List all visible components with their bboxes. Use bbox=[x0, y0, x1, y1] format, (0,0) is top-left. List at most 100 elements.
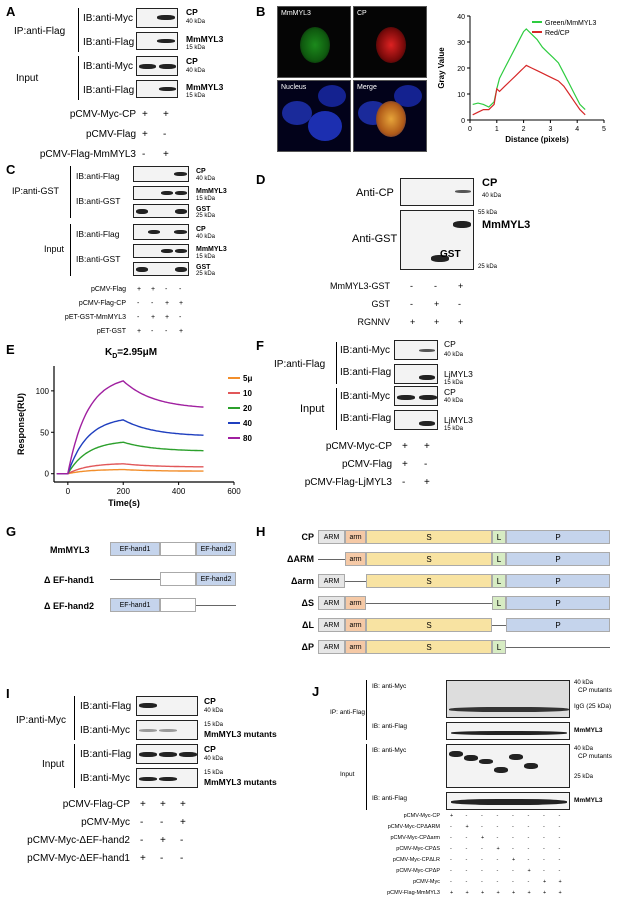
panel-i-kda15-2: 15 kDa bbox=[204, 770, 224, 776]
panel-c-cp-1: CP bbox=[196, 168, 206, 175]
g-ef1-0: EF-hand1 bbox=[110, 542, 160, 556]
condition-sign: + bbox=[160, 835, 166, 846]
panel-j-ib-flag-2: IB: anti-Flag bbox=[372, 795, 408, 802]
condition-sign: - bbox=[543, 813, 545, 819]
condition-label: pCMV-Myc-CPΔarm bbox=[390, 835, 440, 841]
condition-label: GST bbox=[371, 299, 390, 309]
series-curve-3 bbox=[56, 419, 204, 475]
condition-sign: - bbox=[512, 824, 514, 830]
x-tick-label: 2 bbox=[522, 126, 526, 133]
condition-sign: + bbox=[151, 314, 156, 321]
panel-a-ip-label: IP:anti-Flag bbox=[14, 26, 66, 37]
micrograph-label-cp: CP bbox=[357, 10, 367, 17]
panel-f-ib-myc-2: IB:anti-Myc bbox=[340, 391, 391, 402]
condition-label: pCMV-Myc bbox=[413, 879, 440, 885]
condition-label: pET-GST-MmMYL3 bbox=[64, 314, 126, 321]
condition-sign: + bbox=[424, 477, 430, 488]
condition-sign: - bbox=[165, 286, 168, 293]
condition-sign: - bbox=[496, 857, 499, 863]
g-row-label-2: Δ EF-hand2 bbox=[44, 601, 94, 611]
panel-j-kda40-2: 40 kDa bbox=[574, 746, 594, 752]
y-tick-label: 20 bbox=[457, 66, 465, 73]
condition-label: pCMV-Myc-CP bbox=[325, 441, 392, 452]
y-tick-label: 0 bbox=[461, 118, 465, 125]
panel-i-ib-myc-2: IB:anti-Myc bbox=[80, 773, 131, 784]
condition-sign: - bbox=[140, 817, 144, 828]
condition-sign: - bbox=[512, 879, 514, 885]
panel-i-ib-flag-1: IB:anti-Flag bbox=[80, 701, 132, 712]
x-axis-label: Distance (pixels) bbox=[505, 135, 569, 144]
y-tick-label: 0 bbox=[45, 470, 50, 479]
g-linker-1 bbox=[160, 572, 196, 586]
panel-f-blot-3 bbox=[394, 386, 438, 406]
kd-label: KD=2.95μM bbox=[105, 347, 158, 361]
condition-sign: - bbox=[496, 868, 499, 874]
panel-a-kda15-1: 15 kDa bbox=[186, 45, 206, 51]
condition-sign: + bbox=[543, 890, 547, 896]
x-tick-label: 400 bbox=[172, 487, 186, 496]
legend-label-0: 5μM bbox=[243, 374, 252, 383]
condition-sign: + bbox=[163, 109, 169, 120]
condition-sign: + bbox=[151, 286, 156, 293]
panel-j-letter: J bbox=[312, 684, 320, 699]
panel-c-blot-2 bbox=[133, 186, 189, 200]
panel-c-ip-label: IP:anti-GST bbox=[12, 186, 60, 196]
g-ef2-1: EF-hand2 bbox=[196, 572, 236, 586]
condition-label: pCMV-Myc-CPΔP bbox=[396, 868, 440, 874]
condition-sign: - bbox=[481, 868, 483, 874]
series-curve-4 bbox=[56, 380, 204, 475]
condition-sign: - bbox=[450, 846, 452, 852]
condition-sign: + bbox=[458, 317, 464, 327]
g-ef2-0: EF-hand2 bbox=[196, 542, 236, 556]
panel-a-blot-1 bbox=[136, 8, 178, 28]
h-domain-p: P bbox=[506, 574, 610, 588]
condition-sign: + bbox=[165, 314, 170, 321]
condition-sign: - bbox=[512, 813, 514, 819]
condition-sign: - bbox=[496, 824, 499, 830]
condition-sign: + bbox=[450, 890, 454, 896]
condition-sign: + bbox=[163, 149, 169, 160]
panel-c-blot-6 bbox=[133, 262, 189, 276]
panel-c-gst-2: GST bbox=[196, 264, 211, 271]
condition-sign: - bbox=[410, 299, 413, 309]
panel-a-ip-bracket bbox=[78, 8, 79, 52]
condition-label: pCMV-Flag-MmMYL3 bbox=[39, 149, 136, 160]
panel-c-input-label: Input bbox=[44, 244, 65, 254]
condition-sign: - bbox=[465, 868, 468, 874]
g-deleted-ef1 bbox=[110, 579, 160, 580]
panel-c-ip-bracket bbox=[70, 166, 71, 218]
panel-c-blot-5 bbox=[133, 244, 189, 258]
condition-sign: + bbox=[140, 799, 146, 810]
y-tick-label: 30 bbox=[457, 40, 465, 47]
condition-label: pET-GST bbox=[96, 328, 126, 335]
panel-c-kda15-1: 15 kDa bbox=[196, 196, 216, 202]
panel-j-blot-2 bbox=[446, 722, 570, 740]
condition-sign: + bbox=[410, 317, 416, 327]
series-curve-1 bbox=[56, 463, 204, 475]
panel-j-kda25: 25 kDa bbox=[574, 774, 594, 780]
panel-c-input-bracket bbox=[70, 224, 71, 276]
panel-i-kda40-2: 40 kDa bbox=[204, 756, 224, 762]
y-tick-label: 100 bbox=[36, 387, 50, 396]
condition-label: pCMV-Myc-CPΔARM bbox=[387, 824, 440, 830]
condition-sign: - bbox=[179, 314, 182, 321]
panel-i-blot-3 bbox=[136, 744, 198, 764]
condition-sign: - bbox=[512, 868, 514, 874]
panel-c-cp-2: CP bbox=[196, 226, 206, 233]
condition-sign: - bbox=[142, 149, 146, 160]
panel-f-cp-1: CP bbox=[444, 339, 456, 349]
condition-sign: - bbox=[165, 328, 168, 335]
condition-label: pCMV-Flag bbox=[85, 129, 136, 140]
condition-sign: - bbox=[512, 846, 514, 852]
h-row-label: ΔL bbox=[302, 620, 314, 630]
condition-sign: + bbox=[465, 890, 469, 896]
panel-a-ib-flag-2: IB:anti-Flag bbox=[83, 85, 135, 96]
condition-sign: + bbox=[424, 441, 430, 452]
panel-a-prot-marker-2: MmMYL3 bbox=[186, 82, 224, 92]
condition-sign: - bbox=[527, 813, 530, 819]
panel-c-ib-flag-1: IB:anti-Flag bbox=[76, 171, 120, 181]
condition-label: pCMV-Myc bbox=[81, 817, 130, 828]
panel-d-kda40: 40 kDa bbox=[482, 193, 502, 199]
x-tick-label: 0 bbox=[468, 126, 472, 133]
g-linker-2 bbox=[160, 598, 196, 612]
